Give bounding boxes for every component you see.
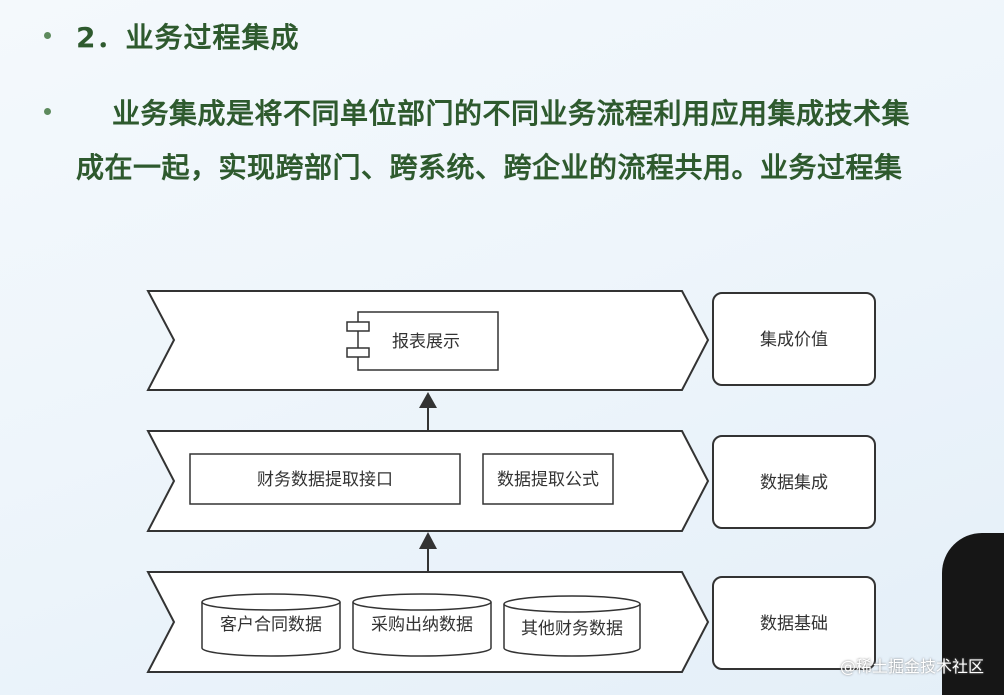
side-label-value: 集成价值 xyxy=(760,330,828,350)
component-icon-tab-2 xyxy=(346,347,370,358)
watermark: @稀土掘金技术社区 xyxy=(839,657,984,676)
side-label-integration: 数据集成 xyxy=(760,473,828,493)
report-component-label: 报表展示 xyxy=(392,332,460,352)
component-icon-tab-1 xyxy=(346,321,370,332)
finance-interface-box xyxy=(189,453,461,505)
db-cylinder-1: 客户合同数据 xyxy=(201,593,341,657)
presenter-silhouette xyxy=(942,533,1004,695)
side-label-foundation: 数据基础 xyxy=(760,614,828,634)
finance-interface-label: 财务数据提取接口 xyxy=(257,470,393,490)
formula-box xyxy=(482,453,614,505)
side-box-foundation xyxy=(712,576,876,670)
db3-label: 其他财务数据 xyxy=(521,619,623,639)
paragraph-line-1: 业务集成是将不同单位部门的不同业务流程利用应用集成技术集 xyxy=(112,97,911,130)
report-component-box xyxy=(357,311,499,371)
bullet-2 xyxy=(44,108,51,115)
paragraph-line-2: 成在一起，实现跨部门、跨系统、跨企业的流程共用。业务过程集 xyxy=(76,151,903,184)
arrow-head-2 xyxy=(419,532,437,549)
db1-label: 客户合同数据 xyxy=(220,615,322,635)
side-box-integration xyxy=(712,435,876,529)
bullet-1 xyxy=(44,32,51,39)
side-box-value xyxy=(712,292,876,386)
arrow-head-1 xyxy=(419,392,437,408)
db2-label: 采购出纳数据 xyxy=(371,615,473,635)
db-cylinder-2: 采购出纳数据 xyxy=(352,593,492,657)
formula-label: 数据提取公式 xyxy=(497,470,599,490)
slide-heading: 2．业务过程集成 xyxy=(76,21,300,54)
db-cylinder-3: 其他财务数据 xyxy=(503,595,641,657)
